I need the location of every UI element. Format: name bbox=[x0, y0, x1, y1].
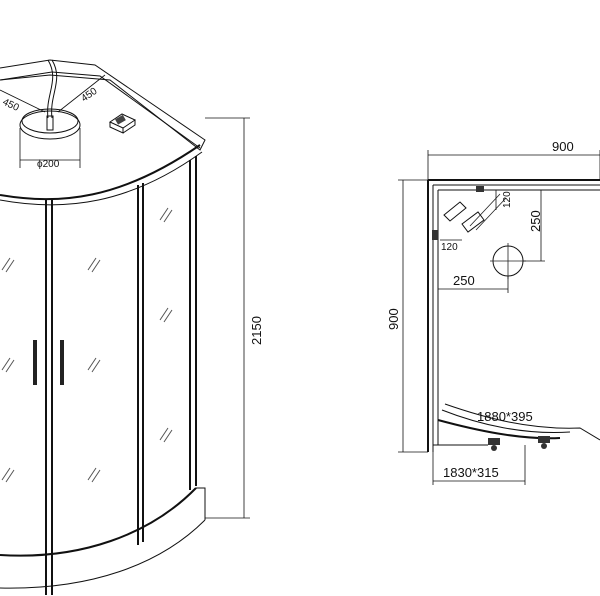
right-door-handle bbox=[60, 340, 64, 385]
overall-depth-label: 900 bbox=[386, 308, 401, 330]
height-label: 2150 bbox=[249, 316, 264, 345]
front-view: ϕ200 450 450 bbox=[0, 59, 264, 595]
width-left-label: 450 bbox=[1, 97, 21, 114]
door-arc-label: 1880*395 bbox=[477, 409, 533, 424]
glass-reflections bbox=[1, 207, 173, 483]
shower-head bbox=[19, 110, 81, 140]
roof-front-edge bbox=[0, 144, 201, 201]
offset-side-label: 120 bbox=[441, 242, 458, 253]
base-label: 1830*315 bbox=[443, 465, 499, 480]
width-right-label: 450 bbox=[79, 86, 99, 105]
drain-x-label: 250 bbox=[453, 273, 475, 288]
diameter-label: ϕ200 bbox=[37, 159, 60, 170]
door-rollers bbox=[488, 436, 550, 451]
offset-top-label: 120 bbox=[502, 191, 513, 208]
plan-view: 900 900 120 120 250 bbox=[386, 139, 600, 485]
roof-vent-icon bbox=[108, 113, 137, 134]
drain-y-label: 250 bbox=[528, 210, 543, 232]
overall-width-label: 900 bbox=[552, 139, 574, 154]
left-door-handle bbox=[33, 340, 37, 385]
